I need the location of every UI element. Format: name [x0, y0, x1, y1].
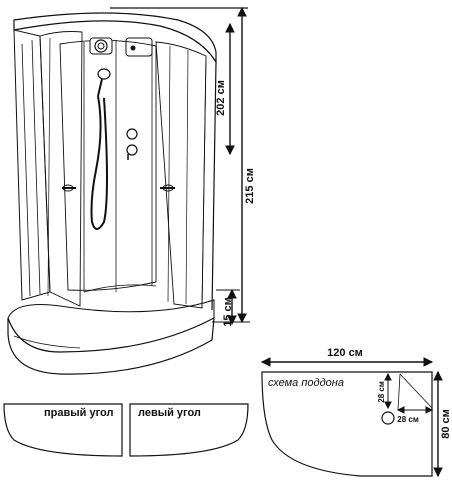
cabin-tray [7, 316, 215, 375]
drain-icon [381, 411, 395, 425]
drain-vertical-offset-label: 28 см [377, 381, 386, 403]
left-corner-label: левый угол [138, 407, 201, 419]
left-corner-shape [129, 403, 249, 457]
left-door-handle-icon [62, 184, 76, 192]
tray-depth-label: 80 см [440, 409, 452, 439]
right-door-handle-icon [160, 184, 175, 192]
shower-head-icon [97, 68, 111, 97]
drain-horizontal-offset-label: 28 см [397, 415, 419, 424]
shower-hose [90, 95, 108, 230]
tray-outline [261, 371, 433, 477]
speaker-icon [125, 37, 153, 57]
right-corner-label: правый угол [44, 407, 113, 419]
cabin-door-right [155, 41, 207, 309]
total-height-label: 215 см [244, 168, 256, 204]
mixer-tap-icon [126, 128, 138, 160]
cabin-top-cap [13, 12, 217, 65]
tray-scheme-dimensions [260, 357, 443, 478]
cabin-right-frame [211, 61, 217, 311]
right-corner-shape [3, 403, 123, 457]
tray-scheme-title: схема поддона [268, 377, 344, 389]
dimension-lines [110, 6, 250, 326]
shower-cabin-drawing [7, 12, 217, 375]
cabin-door-left [39, 31, 83, 307]
tray-height-label: 15 см [222, 297, 234, 327]
cabin-height-label: 202 см [215, 80, 227, 116]
tray-width-label: 120 см [327, 347, 363, 359]
ceiling-light-icon [89, 37, 113, 55]
